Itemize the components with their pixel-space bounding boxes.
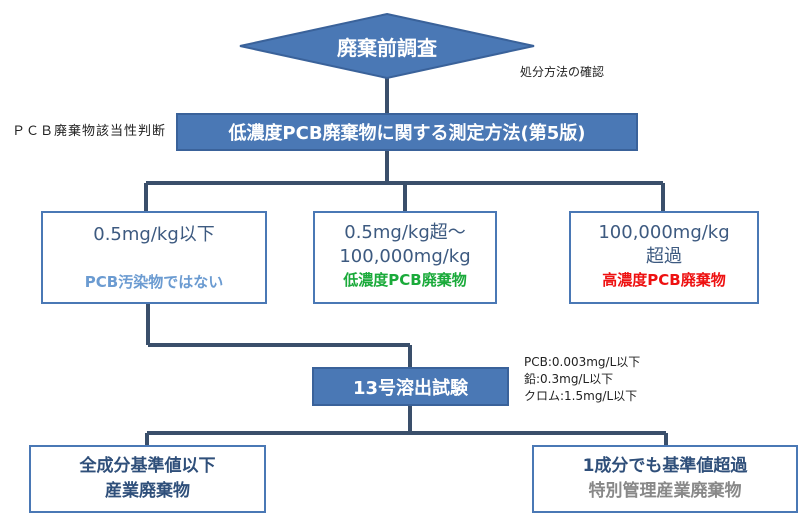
branch-value-line2: 超過	[646, 246, 682, 267]
branch-tag: 高濃度PCB廃棄物	[602, 271, 726, 289]
branch-tag: 低濃度PCB廃棄物	[343, 271, 467, 289]
result-line2: 特別管理産業廃棄物	[588, 481, 742, 501]
elution-test-box: 13号溶出試験	[312, 367, 509, 406]
branch-high-concentration: 100,000mg/kg 超過 高濃度PCB廃棄物	[569, 211, 759, 304]
disposal-check-note: 処分方法の確認	[520, 65, 605, 79]
branch-value: 0.5mg/kg以下	[93, 224, 215, 245]
result-industrial-waste: 全成分基準値以下 産業廃棄物	[29, 445, 266, 513]
criteria-chromium: クロム:1.5mg/L以下	[524, 389, 638, 403]
result-line2: 産業廃棄物	[105, 481, 190, 501]
branch-low-concentration: 0.5mg/kg超～ 100,000mg/kg 低濃度PCB廃棄物	[313, 211, 497, 304]
diamond-label: 廃棄前調査	[337, 35, 437, 60]
branch-below-threshold: 0.5mg/kg以下 PCB汚染物ではない	[41, 211, 267, 304]
branch-value-line2: 100,000mg/kg	[339, 246, 471, 267]
result-line1: 全成分基準値以下	[79, 456, 216, 476]
branch-value-line1: 100,000mg/kg	[598, 222, 730, 243]
measurement-method-box: 低濃度PCB廃棄物に関する測定方法(第5版)	[176, 113, 638, 151]
pcb-judgement-label: ＰＣＢ廃棄物該当性判断	[12, 124, 167, 139]
result-line1: 1成分でも基準値超過	[582, 456, 748, 476]
criteria-pcb: PCB:0.003mg/L以下	[524, 355, 641, 369]
elution-criteria: PCB:0.003mg/L以下 鉛:0.3mg/L以下 クロム:1.5mg/L以…	[524, 354, 640, 405]
branch-tag: PCB汚染物ではない	[84, 273, 224, 291]
result-special-waste: 1成分でも基準値超過 特別管理産業廃棄物	[532, 445, 798, 513]
criteria-lead: 鉛:0.3mg/L以下	[524, 372, 614, 386]
branch-value-line1: 0.5mg/kg超～	[344, 222, 466, 243]
decision-diamond	[239, 12, 535, 80]
